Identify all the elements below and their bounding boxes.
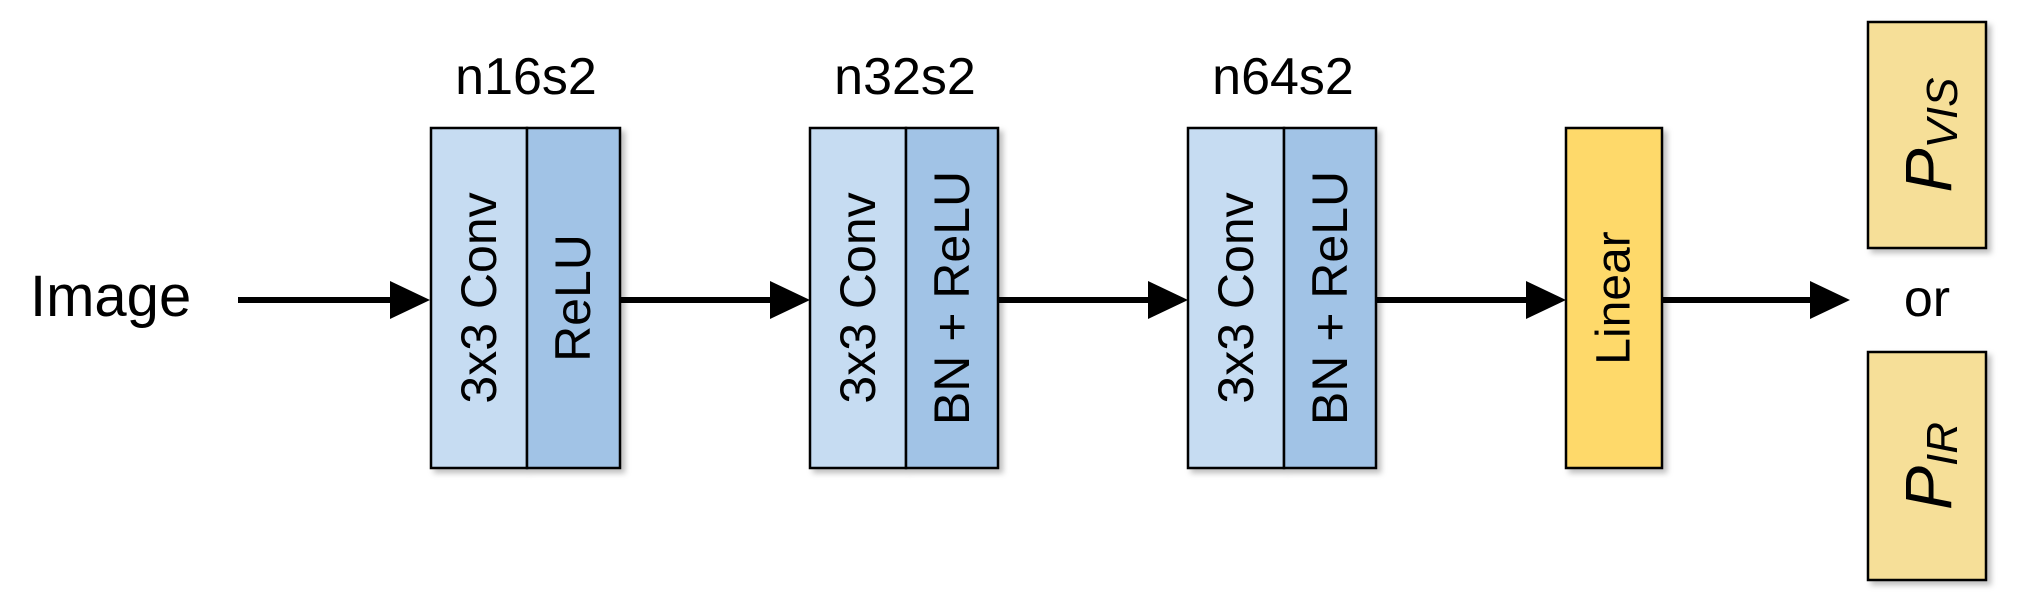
output-ir-base: P	[1891, 466, 1965, 510]
conv-layer-box	[1186, 126, 1286, 470]
activation-layer-box	[904, 126, 1000, 470]
activation-layer-box	[525, 126, 622, 470]
block-title: n64s2	[1212, 48, 1354, 106]
block-title: n16s2	[455, 48, 597, 106]
arrowhead-block3-to-linear	[1526, 281, 1566, 319]
output-ir-label: PIR	[1891, 422, 1967, 510]
conv-block-2: n32s2 3x3 Conv BN + ReLU	[808, 48, 1000, 470]
output-or-label: or	[1904, 270, 1950, 328]
activation-layer-label: ReLU	[545, 234, 601, 362]
output-ir-box	[1866, 350, 1988, 582]
input-label: Image	[30, 264, 191, 329]
activation-layer-label: BN + ReLU	[1302, 171, 1358, 425]
output-vis: PVIS	[1866, 20, 1988, 250]
output-vis-label: PVIS	[1891, 78, 1967, 193]
conv-block-3: n64s2 3x3 Conv BN + ReLU	[1186, 48, 1378, 470]
conv-layer-box	[808, 126, 908, 470]
output-ir: PIR	[1866, 350, 1988, 582]
linear-layer-label: Linear	[1588, 231, 1641, 364]
activation-layer-box	[1282, 126, 1378, 470]
output-ir-subscript: IR	[1918, 422, 1967, 466]
conv-layer-label: 3x3 Conv	[830, 192, 886, 403]
conv-block-1: n16s2 3x3 Conv ReLU	[429, 48, 622, 470]
activation-layer-label: BN + ReLU	[924, 171, 980, 425]
arrowhead-input-to-block1	[390, 281, 430, 319]
linear-layer-box	[1564, 126, 1664, 470]
block-title: n32s2	[834, 48, 976, 106]
linear-layer: Linear	[1564, 126, 1664, 470]
output-vis-subscript: VIS	[1918, 78, 1967, 149]
conv-layer-label: 3x3 Conv	[451, 192, 507, 403]
arrowhead-linear-to-output	[1810, 281, 1850, 319]
output-vis-base: P	[1891, 148, 1965, 192]
arrows	[238, 281, 1850, 319]
output-vis-box	[1866, 20, 1988, 250]
conv-layer-label: 3x3 Conv	[1208, 192, 1264, 403]
arrowhead-block1-to-block2	[770, 281, 810, 319]
arrowhead-block2-to-block3	[1148, 281, 1188, 319]
